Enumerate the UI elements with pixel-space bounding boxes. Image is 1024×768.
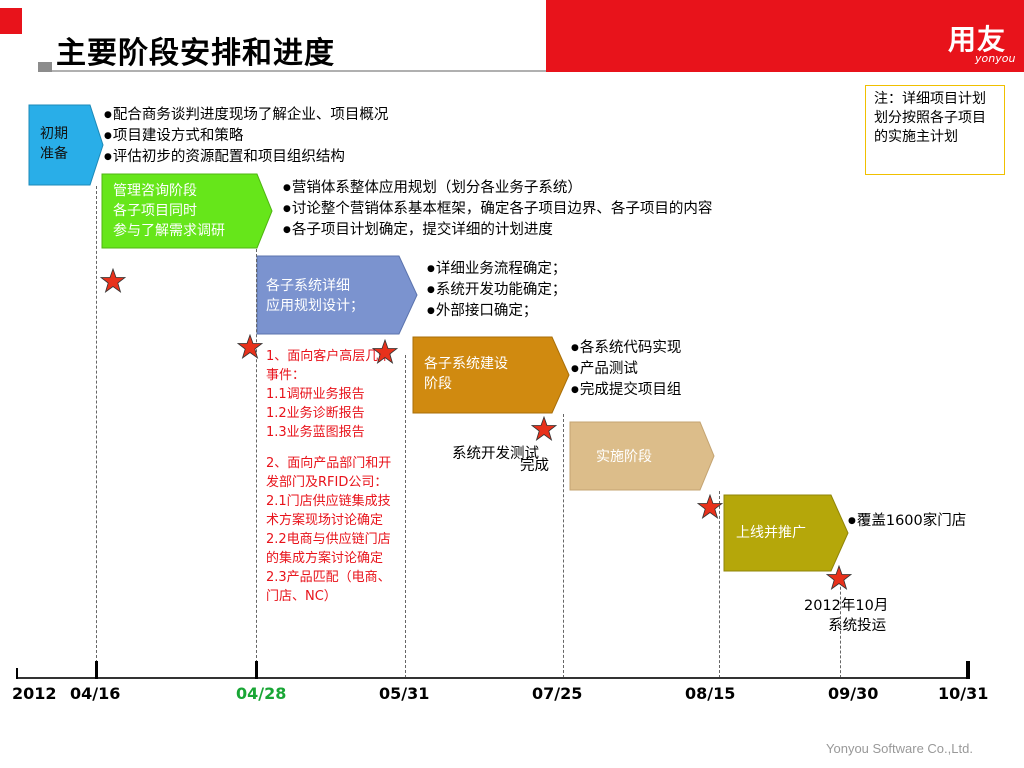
title-accent-bar [38,62,52,72]
phase-label-line: 准备 [40,146,68,162]
axis-tick [16,668,18,679]
yonyou-logo-sub: yonyou [975,52,1016,65]
milestone-star-icon [100,268,126,294]
caption-line: 系统投运 [828,618,887,634]
caption-go-live: 2012年10月 系统投运 [804,596,888,636]
timeline-label-year: 2012 [12,684,57,703]
phase-label-line: 管理咨询阶段 [113,183,197,199]
timeline-label-1031: 10/31 [938,684,989,703]
bullet-item: 完成提交项目组 [571,380,682,401]
milestone-line-0428 [256,249,257,678]
phase-arrow-rollout [723,494,849,572]
bullet-item: 营销体系整体应用规划（划分各业务子系统） [283,178,712,199]
timeline-label-0531: 05/31 [379,684,430,703]
timeline-label-0725: 07/25 [532,684,583,703]
milestone-star-icon [372,339,398,365]
milestone-star-icon [237,334,263,360]
note-box: 注：详细项目计划划分按照各子项目的实施主计划 [865,85,1005,175]
footer-company: Yonyou Software Co.,Ltd. [826,741,973,756]
bullet-item: 系统开发功能确定； [427,280,567,301]
deliverable-item: 1.3业务蓝图报告 [266,425,365,440]
timeline-label-0416: 04/16 [70,684,121,703]
milestone-star-icon [697,494,723,520]
milestone-star-icon [826,565,852,591]
deliverable-item: 2.2电商与供应链门店的集成方案讨论确定 [266,532,391,566]
milestone-line-0725 [563,414,564,678]
bullet-item: 各系统代码实现 [571,338,682,359]
milestone-line-0930 [840,572,841,678]
deliverable-item: 1.1调研业务报告 [266,387,365,402]
deliverable-item: 2.1门店供应链集成技术方案现场讨论确定 [266,494,391,528]
timeline-label-0930: 09/30 [828,684,879,703]
milestone-line-0815 [719,491,720,678]
phase-arrow-build [412,336,570,414]
phase-label-prep: 初期 准备 [40,124,68,164]
bullets-build: 各系统代码实现 产品测试 完成提交项目组 [571,338,682,401]
bullet-item: 配合商务谈判进度现场了解企业、项目概况 [104,105,389,126]
bullet-item: 评估初步的资源配置和项目组织结构 [104,147,388,168]
axis-tick [95,661,98,679]
phase-label-design: 各子系统详细 应用规划设计； [266,276,364,316]
bullet-item: 覆盖1600家门店 [848,511,966,532]
bullets-design: 详细业务流程确定； 系统开发功能确定； 外部接口确定； [427,259,567,322]
phase-label-line: 参与了解需求调研 [113,223,225,239]
phase-label-line: 阶段 [424,376,452,392]
phase-label-rollout: 上线并推广 [736,523,806,543]
bullet-item: 项目建设方式和策略 [104,126,388,147]
timeline-label-0428: 04/28 [236,684,287,703]
title-underline [52,70,550,72]
yonyou-logo: 用友 [948,23,1007,56]
bullets-rollout: 覆盖1600家门店 [848,511,966,532]
bullet-item: 外部接口确定； [427,301,566,322]
deliverable-item: 1.2业务诊断报告 [266,406,365,421]
note-text: 注：详细项目计划划分按照各子项目的实施主计划 [874,91,986,145]
timeline-label-0815: 08/15 [685,684,736,703]
phase-label-build: 各子系统建设 阶段 [424,354,508,394]
phase-label-line: 各子系统建设 [424,356,508,372]
phase-label-line: 上线并推广 [736,525,806,541]
phase-arrow-consulting [101,173,273,249]
phase-arrow-design [256,255,418,335]
bullet-item: 各子项目计划确定，提交详细的计划进度 [283,220,712,241]
deliverable-item: 2.3产品匹配（电商、门店、NC） [266,570,391,604]
milestone-star-icon [531,416,557,442]
axis-tick [255,661,258,679]
bullet-item: 产品测试 [571,359,681,380]
axis-tick [966,661,970,679]
phase-arrow-implementation [569,421,715,491]
caption-line: 2012年10月 [804,598,889,614]
phase-label-line: 各子项目同时 [113,203,197,219]
milestone-line-0416 [96,186,97,678]
phase-label-line: 应用规划设计； [266,298,364,314]
phase-arrow-prep [28,104,104,186]
corner-square [0,8,22,34]
phase-label-consulting: 管理咨询阶段 各子项目同时 参与了解需求调研 [113,181,225,241]
list-gap [266,442,396,454]
bullet-item: 讨论整个营销体系基本框架，确定各子项目边界、各子项目的内容 [283,199,713,220]
timeline-axis [18,677,970,679]
bullets-prep: 配合商务谈判进度现场了解企业、项目概况 项目建设方式和策略 评估初步的资源配置和… [104,105,389,168]
phase-label-line: 各子系统详细 [266,278,350,294]
bullet-item: 详细业务流程确定； [427,259,567,280]
caption-dev-test: 系统开发测试 完成 [452,444,549,476]
deliverable-item: 2、面向产品部门和开发部门及RFID公司： [266,456,392,490]
milestone-line-0531 [405,355,406,678]
phase-label-line: 实施阶段 [596,449,652,465]
bullets-consulting: 营销体系整体应用规划（划分各业务子系统） 讨论整个营销体系基本框架，确定各子项目… [283,178,713,241]
phase-label-line: 初期 [40,126,68,142]
deliverables-list: 1、面向客户高层几个事件： 1.1调研业务报告 1.2业务诊断报告 1.3业务蓝… [266,347,396,606]
deliverable-item: 1、面向客户高层几个事件： [266,349,392,383]
caption-line: 完成 [520,458,549,474]
header-banner [546,0,1024,72]
caption-line: 系统开发测试 [452,446,539,462]
phase-label-implementation: 实施阶段 [596,447,652,467]
page-title: 主要阶段安排和进度 [56,36,335,71]
